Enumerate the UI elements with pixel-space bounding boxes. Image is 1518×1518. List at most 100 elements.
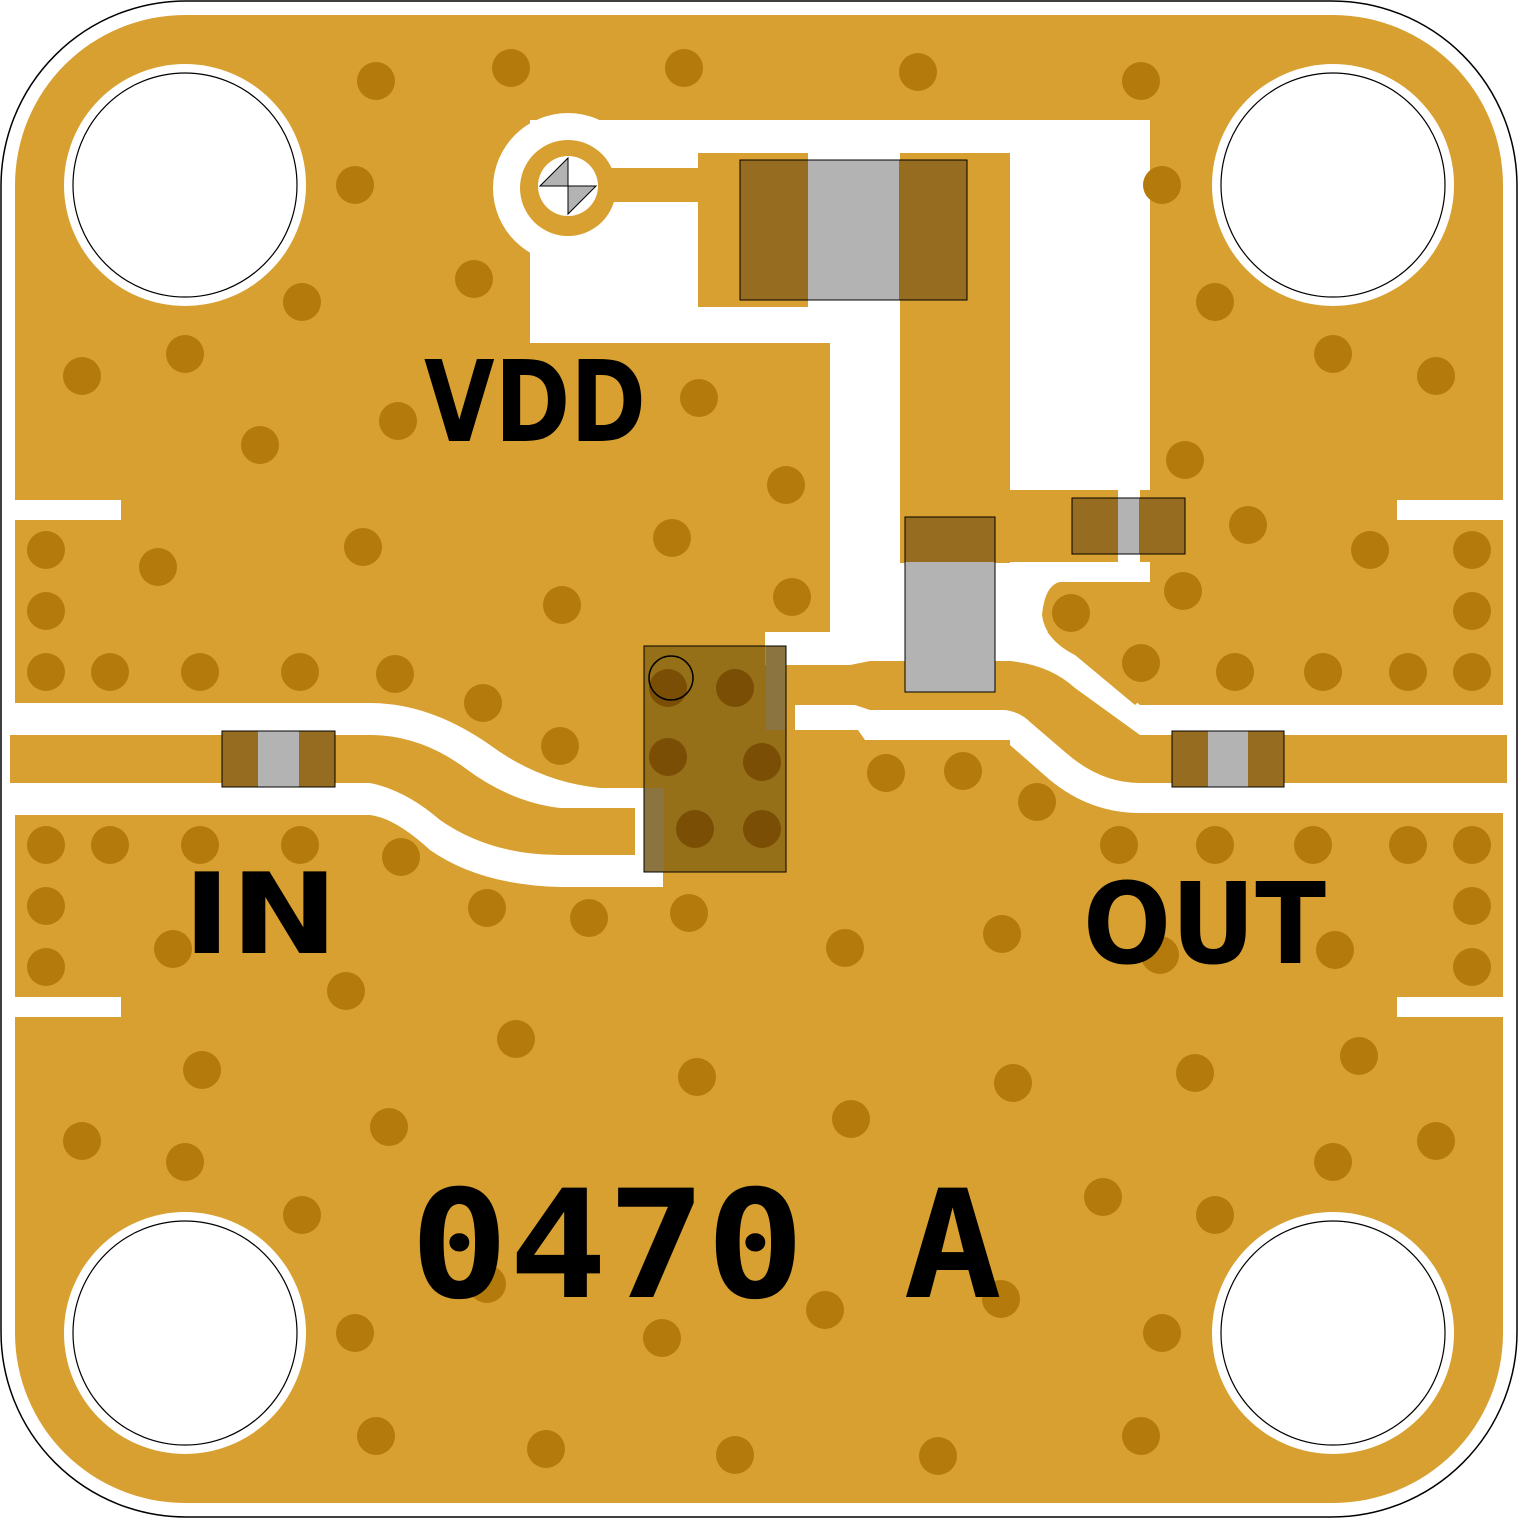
via <box>767 466 805 504</box>
capacitor-vdd-bypass <box>739 159 968 301</box>
via <box>27 592 65 630</box>
via <box>570 899 608 937</box>
via <box>357 1417 395 1455</box>
via <box>376 655 414 693</box>
via <box>344 528 382 566</box>
via <box>1453 531 1491 569</box>
via <box>455 260 493 298</box>
capacitor-small-right <box>1071 497 1186 555</box>
via <box>832 1100 870 1138</box>
via <box>1143 1314 1181 1352</box>
via <box>1314 1143 1352 1181</box>
pin1-marker-icon <box>648 655 694 701</box>
via <box>497 1020 535 1058</box>
via <box>1351 531 1389 569</box>
via <box>357 62 395 100</box>
label-out: OUT <box>1083 860 1326 990</box>
amplifier-ic <box>643 645 787 873</box>
via <box>183 1051 221 1089</box>
via <box>379 402 417 440</box>
via <box>1143 166 1181 204</box>
via <box>468 1265 506 1303</box>
via <box>283 1196 321 1234</box>
via <box>806 1291 844 1329</box>
via <box>27 887 65 925</box>
via <box>1122 62 1160 100</box>
via <box>27 531 65 569</box>
via <box>139 548 177 586</box>
via <box>327 972 365 1010</box>
via <box>1417 357 1455 395</box>
via <box>1389 653 1427 691</box>
via <box>166 1143 204 1181</box>
via <box>468 889 506 927</box>
via <box>464 684 502 722</box>
via <box>867 754 905 792</box>
via <box>643 1319 681 1357</box>
via <box>1141 936 1179 974</box>
via <box>944 752 982 790</box>
via <box>982 1280 1020 1318</box>
via <box>91 653 129 691</box>
via <box>1304 653 1342 691</box>
via <box>27 653 65 691</box>
via <box>27 826 65 864</box>
via <box>1316 931 1354 969</box>
via <box>1417 1122 1455 1160</box>
via <box>1166 441 1204 479</box>
via <box>370 1108 408 1146</box>
via <box>281 826 319 864</box>
mounting-hole-bottom-right <box>1212 1212 1454 1454</box>
via <box>527 1430 565 1468</box>
via <box>336 166 374 204</box>
via <box>154 930 192 968</box>
via <box>1196 826 1234 864</box>
via <box>181 653 219 691</box>
via <box>1453 948 1491 986</box>
capacitor-input-dc-block <box>221 730 336 788</box>
via <box>1084 1178 1122 1216</box>
via <box>1340 1037 1378 1075</box>
via <box>492 49 530 87</box>
via <box>241 426 279 464</box>
via <box>678 1058 716 1096</box>
via <box>1453 592 1491 630</box>
label-vdd: VDD <box>424 338 646 468</box>
via <box>665 49 703 87</box>
inductor-bias <box>904 516 996 693</box>
via <box>63 357 101 395</box>
mounting-holes <box>64 64 1454 1454</box>
via <box>1196 1196 1234 1234</box>
via <box>1453 826 1491 864</box>
via <box>166 335 204 373</box>
via <box>716 1436 754 1474</box>
mounting-hole-bottom-left <box>64 1212 306 1454</box>
via <box>670 894 708 932</box>
edge-notches <box>15 500 1503 1017</box>
via <box>1018 783 1056 821</box>
via <box>826 929 864 967</box>
via <box>1314 335 1352 373</box>
via <box>283 283 321 321</box>
mounting-hole-top-right <box>1212 64 1454 306</box>
via <box>27 948 65 986</box>
via <box>899 53 937 91</box>
via <box>382 838 420 876</box>
via <box>1453 887 1491 925</box>
via <box>91 826 129 864</box>
via <box>994 1064 1032 1102</box>
via <box>543 586 581 624</box>
via <box>983 915 1021 953</box>
via-array <box>27 49 1491 1475</box>
via <box>1389 826 1427 864</box>
via <box>919 1437 957 1475</box>
via <box>1294 826 1332 864</box>
via <box>1229 506 1267 544</box>
via <box>1196 283 1234 321</box>
via <box>680 379 718 417</box>
via <box>1100 826 1138 864</box>
capacitor-output-dc-block <box>1171 730 1285 788</box>
via <box>1052 594 1090 632</box>
label-part-number: 0470 A <box>410 1159 1002 1333</box>
